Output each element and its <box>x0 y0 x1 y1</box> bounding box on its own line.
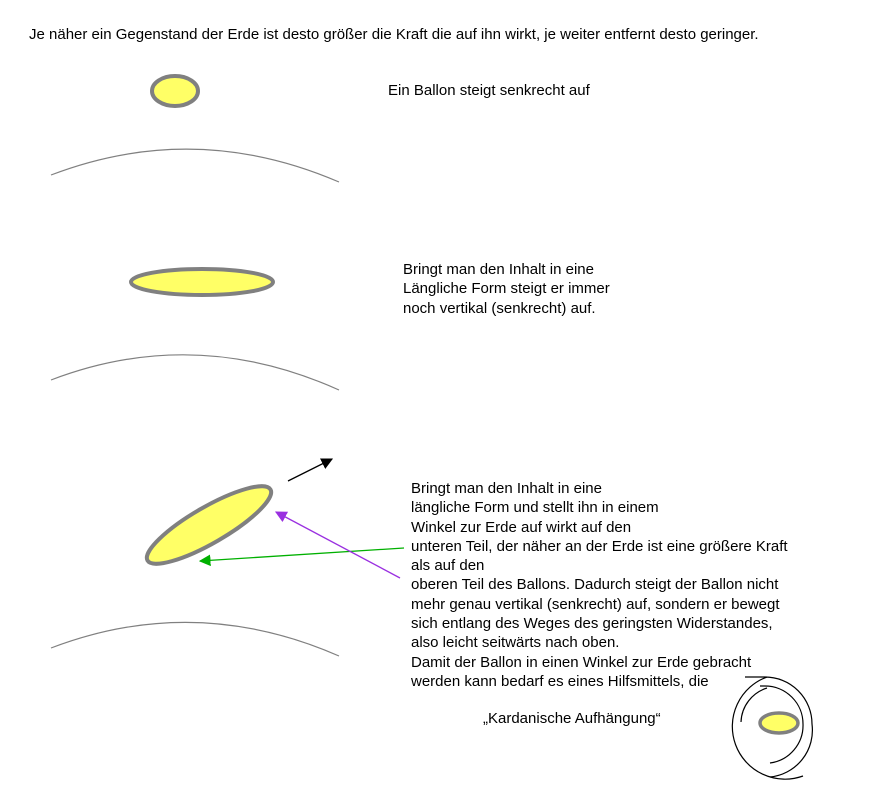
scene3-line: unteren Teil, der näher an der Erde ist … <box>411 537 788 555</box>
balloon-elongated-horizontal <box>129 267 275 297</box>
scene2-line: Bringt man den Inhalt in eine <box>403 261 594 278</box>
scene2-line: Längliche Form steigt er immer <box>403 280 610 298</box>
scene3-line: sich entlang des Weges des geringsten Wi… <box>411 615 773 633</box>
scene3-line: Bringt man den Inhalt in eine <box>411 480 602 497</box>
scene3-line: oberen Teil des Ballons. Dadurch steigt … <box>411 576 779 594</box>
scene3-line: als auf den <box>411 557 485 575</box>
heading: Je näher ein Gegenstand der Erde ist des… <box>29 26 759 43</box>
gimbal-caption: „Kardanische Aufhängung“ <box>483 710 661 727</box>
force-arrow-upper <box>274 511 401 579</box>
scene2-text: Bringt man den Inhalt in eine Längliche … <box>403 260 610 318</box>
scene3-text: Bringt man den Inhalt in eine längliche … <box>411 479 788 691</box>
balloon-elongated-tilted <box>144 484 274 566</box>
motion-arrow <box>287 458 334 482</box>
force-arrow-lower <box>198 547 405 567</box>
scene3-line: Winkel zur Erde auf wirkt auf den <box>411 518 632 536</box>
earth-curve-2 <box>50 354 340 391</box>
balloon-round <box>150 74 200 108</box>
scene3-line: Damit der Ballon in einen Winkel zur Erd… <box>411 653 752 671</box>
scene3-line: also leicht seitwärts nach oben. <box>411 634 620 652</box>
earth-curve-3 <box>50 621 340 657</box>
scene1-caption: Ein Ballon steigt senkrecht auf <box>388 82 590 99</box>
scene3-line: werden kann bedarf es eines Hilfsmittels… <box>411 672 709 690</box>
earth-curve-1 <box>50 148 340 183</box>
scene2-line: noch vertikal (senkrecht) auf. <box>403 299 596 317</box>
scene3-line: mehr genau vertikal (senkrecht) auf, son… <box>411 595 780 613</box>
gimbal-icon <box>731 676 814 780</box>
scene3-line: längliche Form und stellt ihn in einem <box>411 499 659 517</box>
gimbal-balloon <box>758 711 800 735</box>
